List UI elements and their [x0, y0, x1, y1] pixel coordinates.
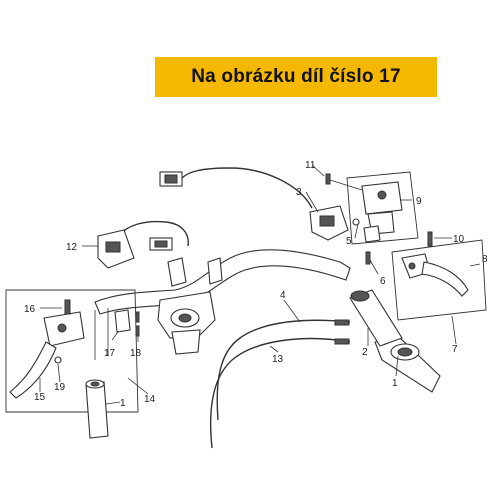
callout-19: 19: [54, 382, 66, 393]
lever-pivot-bracket: [363, 225, 381, 243]
right-switch-wiring: [181, 167, 313, 209]
master-cylinder-box: [346, 171, 419, 245]
leader-lines: [39, 164, 481, 405]
callout-6: 6: [380, 276, 386, 287]
right-lever-box: [391, 239, 487, 321]
cable-adjuster-lower: [334, 338, 350, 345]
callout-10: 10: [453, 234, 465, 245]
callout-8: 8: [482, 254, 488, 265]
bolt-icon: [427, 231, 433, 247]
cable-adjuster-upper: [334, 319, 350, 326]
callout-4: 4: [280, 290, 286, 301]
lever-bracket: [114, 309, 131, 333]
throttle-cable-lower: [209, 337, 351, 449]
callout-13: 13: [272, 354, 284, 365]
callout-15: 15: [34, 392, 46, 403]
bolt-icon: [64, 299, 71, 315]
part-number-banner: Na obrázku díl číslo 17: [155, 57, 437, 97]
callout-2: 2: [362, 347, 368, 358]
left-clutch-lever: [9, 311, 85, 399]
callout-9: 9: [416, 196, 422, 207]
left-switch-wiring: [117, 220, 189, 247]
throttle-end: [350, 290, 370, 302]
small-screw-icon: [135, 311, 140, 323]
connector-pins-icon: [154, 240, 168, 248]
callout-12: 12: [66, 242, 78, 253]
small-seal: [352, 218, 360, 226]
throttle-cable-upper: [216, 319, 351, 421]
callout-3: 3: [296, 187, 302, 198]
callout-5: 5: [346, 236, 352, 247]
small-screw-icon: [135, 325, 140, 337]
callout-1-left: 1: [120, 398, 126, 409]
handlebar-tube: [94, 249, 351, 315]
handlebar-mount: [157, 257, 223, 355]
right-brake-lever: [401, 253, 469, 297]
small-nut: [54, 356, 62, 364]
callout-1-right: 1: [392, 378, 398, 389]
switch-button-icon: [319, 215, 335, 227]
left-lever-box: [5, 289, 139, 413]
callout-16: 16: [24, 304, 36, 315]
switch-button-icon: [105, 241, 121, 253]
callout-11: 11: [305, 160, 316, 171]
callout-18: 18: [130, 348, 142, 359]
right-grip: [374, 337, 441, 393]
connector-pins-icon: [164, 174, 178, 184]
bolt-icon: [325, 173, 331, 185]
brake-master-cylinder: [361, 181, 403, 235]
callout-7: 7: [452, 344, 458, 355]
callout-17: 17: [104, 348, 116, 359]
bolt-icon: [365, 251, 371, 265]
callout-14: 14: [144, 394, 156, 405]
left-grip: [85, 379, 109, 439]
